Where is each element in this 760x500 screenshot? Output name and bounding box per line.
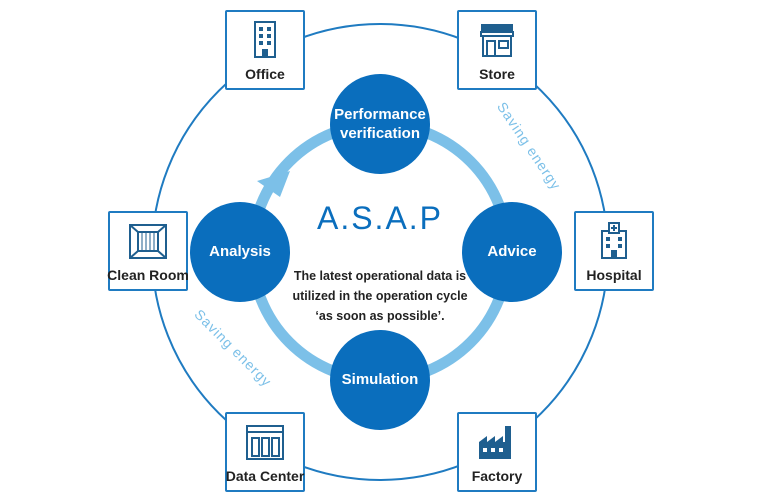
facility-factory: Factory xyxy=(457,412,537,492)
asap-description: The latest operational data is utilized … xyxy=(280,266,480,326)
clean-room-icon xyxy=(129,224,167,259)
facility-office: Office xyxy=(225,10,305,90)
analysis-step: Analysis xyxy=(190,202,290,302)
verification-label-line: verification xyxy=(339,125,421,142)
cycle-arrowhead xyxy=(257,171,290,197)
simulation-step: Simulation xyxy=(330,330,430,430)
store-icon xyxy=(480,24,514,57)
performance-verification-label: Performance verification xyxy=(332,105,428,144)
facility-data-center: Data Center xyxy=(225,412,305,492)
asap-description-line: The latest operational data is xyxy=(293,269,467,283)
advice-step: Advice xyxy=(462,202,562,302)
facility-label: Data Center xyxy=(225,468,305,484)
advice-label: Advice xyxy=(487,243,537,261)
office-building-icon xyxy=(254,21,276,58)
hospital-icon xyxy=(601,222,627,259)
analysis-label: Analysis xyxy=(209,243,271,261)
simulation-label: Simulation xyxy=(341,371,419,389)
performance-verification-step: Performance verification xyxy=(330,74,430,174)
asap-description-line: utilized in the operation cycle xyxy=(292,289,468,303)
asap-title: A.S.A.P xyxy=(316,200,444,236)
data-center-icon xyxy=(246,425,284,460)
facility-label: Office xyxy=(245,66,285,82)
asap-description-line: ‘as soon as possible’. xyxy=(315,309,445,323)
facility-label: Hospital xyxy=(586,267,642,283)
facility-label: Store xyxy=(479,66,515,82)
factory-icon xyxy=(479,426,511,459)
performance-label-line: Performance xyxy=(334,105,426,123)
facility-hospital: Hospital xyxy=(574,211,654,291)
facility-store: Store xyxy=(457,10,537,90)
facility-clean-room: Clean Room xyxy=(107,211,189,291)
facility-label: Factory xyxy=(471,468,523,484)
facility-label: Clean Room xyxy=(107,267,189,283)
